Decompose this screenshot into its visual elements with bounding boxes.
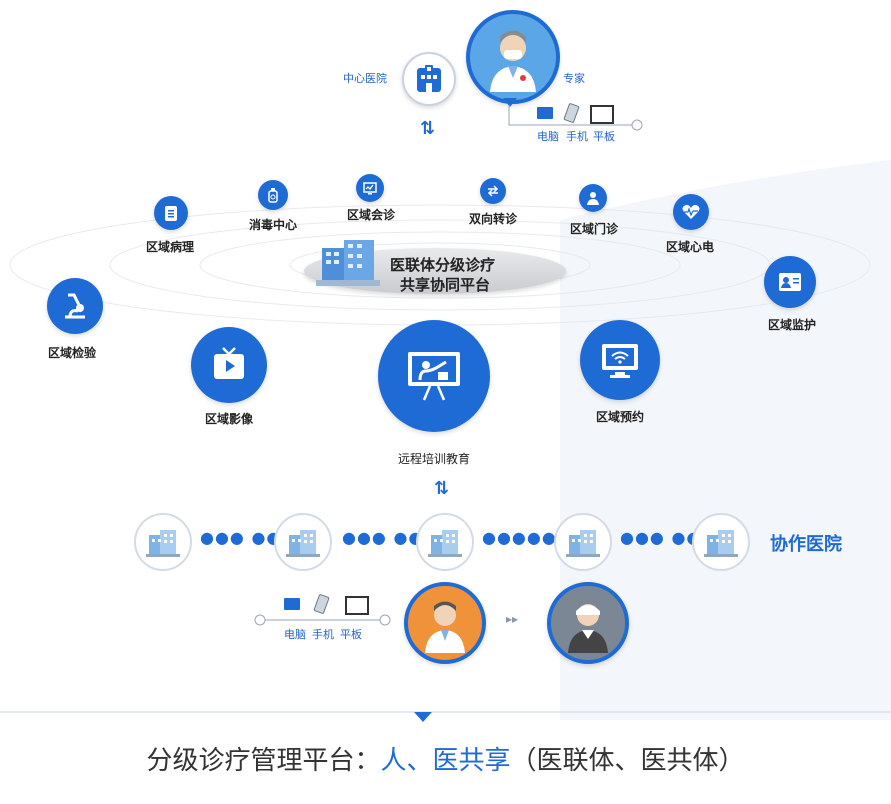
top-device-phone-label: 手机 xyxy=(566,130,588,143)
monitoring-label: 区域监护 xyxy=(767,318,817,332)
imaging-icon xyxy=(191,327,267,403)
footer-prefix: 分级诊疗管理平台： xyxy=(146,746,381,776)
cooperative-hospital-label: 协作医院 xyxy=(770,534,842,555)
top-device-tablet-label: 平板 xyxy=(593,130,615,143)
consultation-icon xyxy=(356,174,384,202)
coop-hospital-1-icon xyxy=(134,513,192,571)
appointment-icon xyxy=(580,320,660,400)
bottom-computer-icon xyxy=(284,598,300,610)
footer-suffix: （医联体、医共体） xyxy=(510,746,745,776)
footer-caption: 分级诊疗管理平台：人、医共享（医联体、医共体） xyxy=(0,740,891,777)
tablet-icon xyxy=(590,105,614,124)
coop-hospital-2-icon xyxy=(274,513,332,571)
sync-arrows-bottom-icon: ⇅ xyxy=(434,478,450,499)
disinfection-icon xyxy=(258,180,288,210)
ecg-icon xyxy=(673,194,709,230)
monitoring-icon xyxy=(764,256,816,308)
referral-icon xyxy=(480,178,506,204)
expert-avatar xyxy=(466,10,560,104)
training-label: 远程培训教育 xyxy=(397,452,471,466)
disinfection-label: 消毒中心 xyxy=(248,218,298,232)
bottom-device-phone-label: 手机 xyxy=(312,628,334,641)
connector-dots-1: ●●● ●●● xyxy=(200,528,297,547)
coop-hospital-4-icon xyxy=(554,513,612,571)
bottom-device-tablet-label: 平板 xyxy=(340,628,362,641)
doctor-avatar xyxy=(404,582,486,664)
referral-label: 双向转诊 xyxy=(468,212,518,226)
top-device-computer-label: 电脑 xyxy=(537,130,559,143)
platform-title-line2: 共享协同平台 xyxy=(400,276,491,294)
platform-title-line1: 医联体分级诊疗 xyxy=(390,256,496,274)
top-device-connector xyxy=(508,105,643,131)
center-hospital-label: 中心医院 xyxy=(343,72,387,85)
sync-arrows-icon: ⇅ xyxy=(420,118,436,139)
imaging-label: 区域影像 xyxy=(204,412,254,426)
coop-hospital-5-icon xyxy=(692,513,750,571)
appointment-label: 区域预约 xyxy=(595,410,645,424)
lab-label: 区域检验 xyxy=(47,346,97,360)
computer-icon xyxy=(537,107,553,119)
connector-dots-2: ●●● ●●● xyxy=(342,528,439,547)
pathology-label: 区域病理 xyxy=(145,240,195,254)
expert-label: 专家 xyxy=(563,72,585,85)
lab-icon xyxy=(47,278,103,334)
coop-hospital-3-icon xyxy=(416,513,474,571)
expert-pointer xyxy=(503,98,517,107)
training-icon xyxy=(378,320,490,432)
forward-arrow-icon: ▸▸ xyxy=(506,612,519,626)
ecg-label: 区域心电 xyxy=(665,240,715,254)
bottom-device-connector xyxy=(254,614,391,626)
bottom-tablet-icon xyxy=(345,596,369,615)
connector-dots-3: ●●●●●● xyxy=(482,528,572,547)
hospital-icon xyxy=(402,52,456,106)
platform-building-icon xyxy=(316,240,380,286)
outpatient-icon xyxy=(579,184,607,212)
connector-dots-4: ●●● ●●● xyxy=(620,528,717,547)
consultation-label: 区域会诊 xyxy=(346,208,396,222)
pathology-icon xyxy=(154,196,188,230)
footer-highlight: 人、医共享 xyxy=(380,746,511,776)
patient-avatar xyxy=(547,582,629,664)
bottom-device-computer-label: 电脑 xyxy=(284,628,306,641)
outpatient-label: 区域门诊 xyxy=(569,222,619,236)
